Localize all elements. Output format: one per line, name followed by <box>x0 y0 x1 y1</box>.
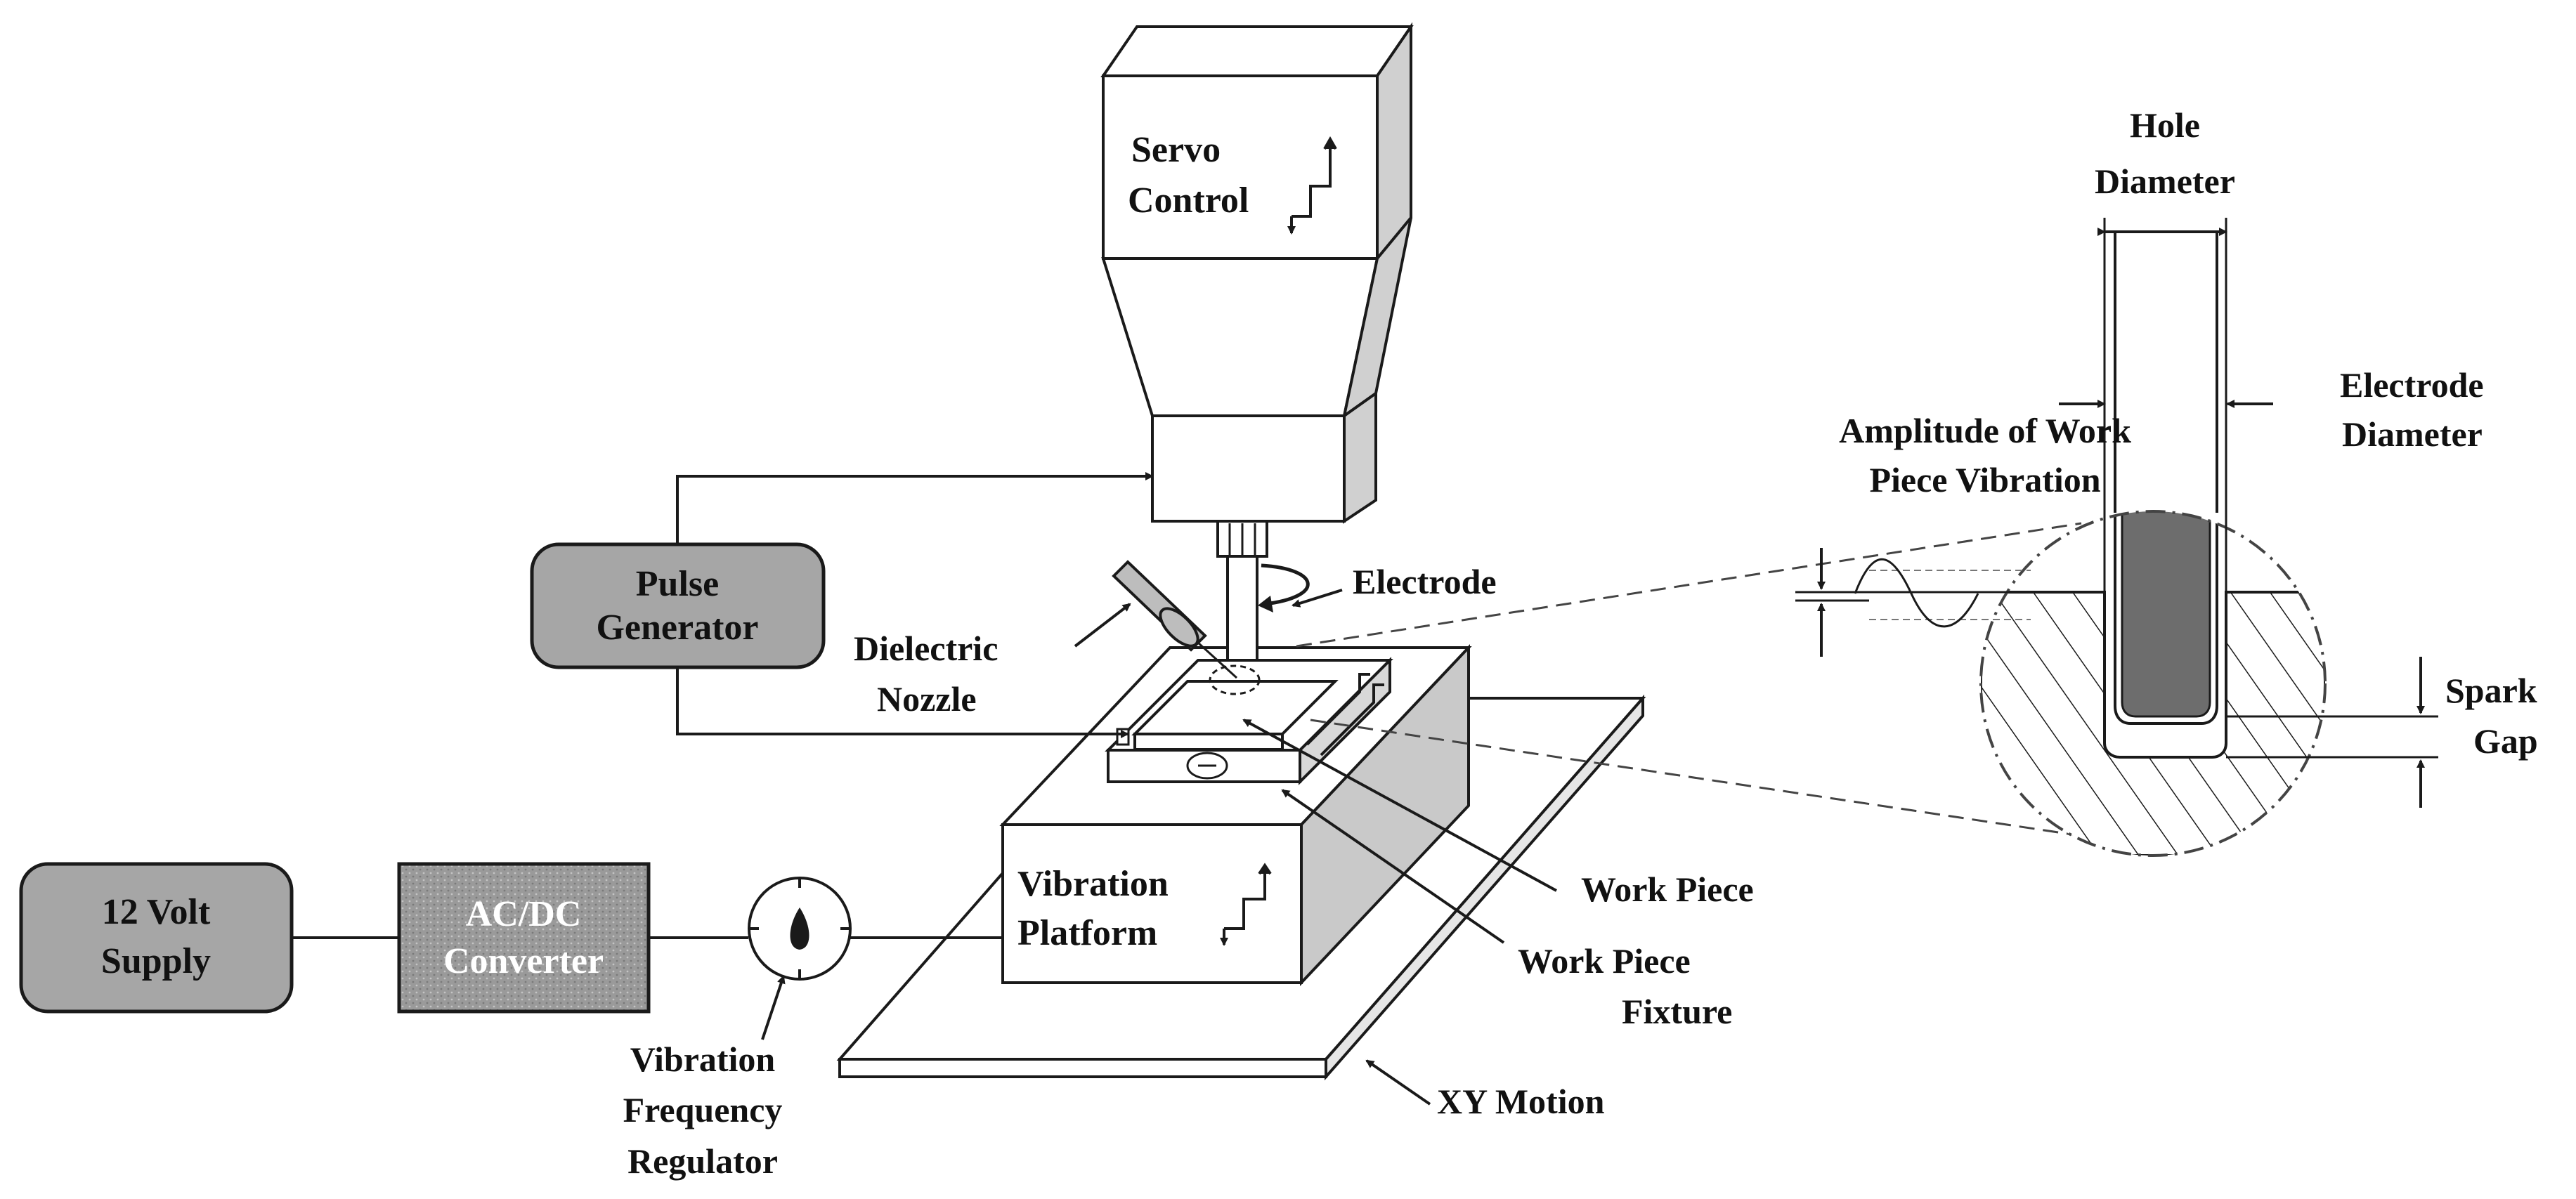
amplitude-label-2: Piece Vibration <box>1869 460 2100 499</box>
pulse-wires <box>676 472 1154 738</box>
supply-label-2: Supply <box>101 941 211 981</box>
leader-arrows <box>761 589 1557 1106</box>
pulse-generator-label-1: Pulse <box>636 564 719 604</box>
converter-label-1: AC/DC <box>466 894 582 934</box>
electrode-label: Electrode <box>1353 562 1497 601</box>
spark-gap-label-2: Gap <box>2473 721 2538 761</box>
pulse-generator-label-2: Generator <box>596 608 758 648</box>
dielectric-nozzle-label-2: Nozzle <box>877 679 977 719</box>
amplitude-label-1: Amplitude of Work <box>1839 411 2131 450</box>
xy-motion-label: XY Motion <box>1437 1082 1605 1121</box>
hole-diameter-label-2: Diameter <box>2095 162 2235 201</box>
dielectric-nozzle-label-1: Dielectric <box>854 629 998 668</box>
vibration-platform-label-1: Vibration <box>1017 864 1169 904</box>
work-piece-fixture-label-2: Fixture <box>1622 992 1732 1031</box>
spark-gap-label-1: Spark <box>2445 671 2537 710</box>
zoom-guides <box>1296 522 2152 848</box>
servo-head <box>1100 22 1414 662</box>
servo-control-label-1: Servo <box>1131 130 1221 170</box>
supply-label-1: 12 Volt <box>102 892 211 932</box>
supply-box: 12 Volt Supply <box>19 862 294 1014</box>
regulator-label-3: Regulator <box>627 1141 778 1181</box>
converter-label-2: Converter <box>443 941 604 981</box>
hole-diameter-label-1: Hole <box>2130 105 2200 145</box>
work-piece-label: Work Piece <box>1581 870 1754 909</box>
amplitude-wave <box>1795 548 2105 657</box>
servo-control-label-2: Control <box>1128 181 1249 221</box>
dial-needle-icon <box>790 908 809 950</box>
regulator-label-1: Vibration <box>630 1040 776 1079</box>
vibration-direction-icon <box>1220 863 1272 946</box>
dielectric-nozzle <box>1112 560 1238 679</box>
zoom-detail <box>1979 218 2438 857</box>
converter-box: AC/DC Converter <box>397 862 651 1014</box>
regulator-label-2: Frequency <box>623 1090 783 1129</box>
vibration-platform-label-2: Platform <box>1017 913 1157 953</box>
electrode-diameter-label-2: Diameter <box>2342 414 2483 454</box>
electrode-diameter-label-1: Electrode <box>2340 365 2484 405</box>
work-piece-fixture-label-1: Work Piece <box>1518 941 1691 981</box>
pulse-generator-box: Pulse Generator <box>530 542 826 669</box>
servo-direction-icon <box>1287 136 1337 235</box>
frequency-regulator-dial <box>748 877 852 981</box>
